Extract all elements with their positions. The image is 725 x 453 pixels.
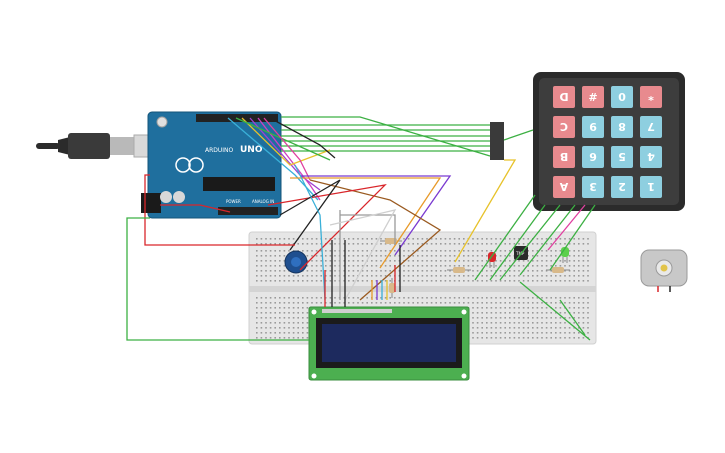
lcd-display[interactable] bbox=[308, 306, 470, 381]
arduino-brand-text: ARDUINO bbox=[205, 147, 234, 154]
keypad-key-label: 2 bbox=[618, 180, 626, 193]
keypad-key-label: A bbox=[559, 180, 568, 193]
green-led[interactable] bbox=[561, 247, 569, 263]
wire-green-keypad bbox=[503, 129, 534, 141]
wire-green-kp2 bbox=[489, 204, 546, 281]
usb-cable bbox=[36, 133, 163, 159]
wire-red-long bbox=[267, 184, 387, 271]
keypad-key-d[interactable]: D bbox=[553, 86, 575, 108]
keypad-key-b[interactable]: B bbox=[553, 146, 575, 168]
wire-white-1 bbox=[329, 209, 397, 301]
wire-pink-kp bbox=[547, 204, 586, 251]
keypad-key-label: 7 bbox=[647, 120, 655, 133]
wire-green-kp3 bbox=[499, 204, 561, 281]
keypad-key-star[interactable]: * bbox=[640, 86, 662, 108]
wire-green-a1 bbox=[235, 117, 331, 161]
wire-red-arduino bbox=[160, 204, 231, 213]
keypad-key-label: 3 bbox=[589, 180, 597, 193]
wire-black-long bbox=[279, 179, 341, 251]
arduino-power-label: POWER bbox=[226, 199, 241, 204]
keypad-key-label: 8 bbox=[618, 120, 626, 133]
keypad-key-label: 5 bbox=[618, 150, 626, 163]
wire-gray-1 bbox=[340, 214, 396, 245]
keypad-key-0[interactable]: 0 bbox=[611, 86, 633, 108]
lcd-pins bbox=[322, 309, 392, 313]
keypad-key-9[interactable]: 9 bbox=[582, 116, 604, 138]
keypad-keys: D #0 * C 9 8 7B 6 5 4A 3 2 1 bbox=[553, 86, 662, 198]
arduino-model-text: UNO bbox=[240, 145, 263, 155]
wire-green-rail bbox=[559, 299, 586, 336]
wire-orange-1 bbox=[290, 177, 442, 269]
keypad-key-6[interactable]: 6 bbox=[582, 146, 604, 168]
keypad-key-label: 0 bbox=[618, 90, 626, 103]
keypad-key-2[interactable]: 2 bbox=[611, 176, 633, 198]
wire-cyan-a bbox=[227, 117, 319, 201]
arduino-logo-icon bbox=[175, 157, 204, 173]
keypad-key-label: C bbox=[560, 120, 568, 133]
wire-red-power bbox=[144, 174, 295, 246]
keypad-key-1[interactable]: 1 bbox=[640, 176, 662, 198]
dc-motor[interactable] bbox=[640, 249, 688, 292]
keypad-key-label: 6 bbox=[589, 150, 597, 163]
wire-green-7 bbox=[281, 116, 491, 157]
resistor-1[interactable] bbox=[447, 267, 471, 273]
wires bbox=[126, 116, 596, 341]
wire-purple-2 bbox=[257, 117, 321, 201]
keypad-key-5[interactable]: 5 bbox=[611, 146, 633, 168]
keypad[interactable]: D #0 * C 9 8 7B 6 5 4A 3 2 1 bbox=[490, 72, 685, 211]
temperature-sensor-label: TMP bbox=[515, 251, 525, 256]
arduino-analog-label: ANALOG IN bbox=[252, 199, 274, 204]
wire-green-diag bbox=[519, 281, 591, 341]
keypad-key-label: * bbox=[648, 90, 654, 103]
arduino-uno-board[interactable]: ARDUINO UNO POWER ANALOG IN bbox=[36, 111, 282, 219]
keypad-key-3[interactable]: 3 bbox=[582, 176, 604, 198]
wire-green-ground bbox=[126, 217, 309, 341]
keypad-key-c[interactable]: C bbox=[553, 116, 575, 138]
wire-green-kp4 bbox=[519, 204, 576, 276]
wire-purple-long bbox=[300, 175, 452, 256]
keypad-key-label: D bbox=[559, 90, 568, 103]
wire-black-a bbox=[269, 117, 336, 159]
wire-yellow-long bbox=[454, 159, 517, 263]
keypad-key-label: B bbox=[560, 150, 568, 163]
keypad-key-hash[interactable]: # bbox=[582, 86, 604, 108]
keypad-key-label: 9 bbox=[589, 120, 597, 133]
keypad-key-4[interactable]: 4 bbox=[640, 146, 662, 168]
keypad-key-label: 4 bbox=[647, 150, 655, 163]
wire-yellow-1 bbox=[241, 117, 331, 166]
keypad-key-label: # bbox=[588, 90, 597, 103]
keypad-key-8[interactable]: 8 bbox=[611, 116, 633, 138]
potentiometer[interactable] bbox=[284, 250, 308, 274]
wire-green-kp1 bbox=[474, 194, 536, 281]
resistor-4[interactable] bbox=[389, 278, 395, 298]
wire-pink-1 bbox=[263, 117, 311, 181]
wire-cyan-long bbox=[294, 164, 326, 301]
keypad-key-label: 1 bbox=[647, 180, 655, 193]
keypad-key-a[interactable]: A bbox=[553, 176, 575, 198]
wire-green-kp5 bbox=[549, 204, 596, 271]
keypad-key-7[interactable]: 7 bbox=[640, 116, 662, 138]
